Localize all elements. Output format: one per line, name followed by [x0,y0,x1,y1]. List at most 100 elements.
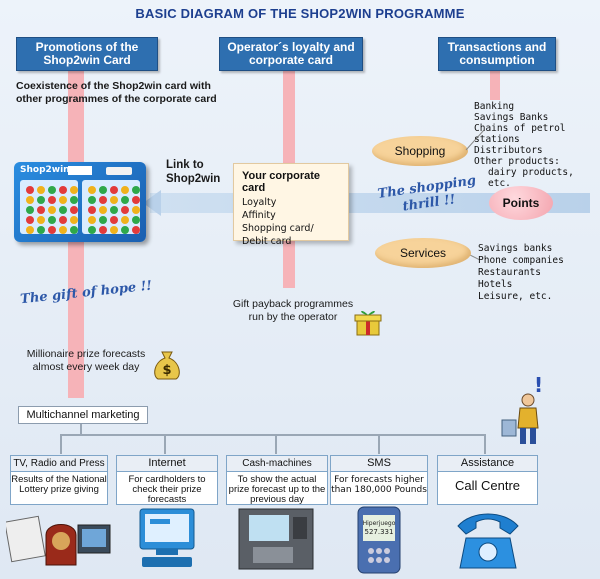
corporate-card-title: Your corporate card [242,170,321,194]
shopping-list: Banking Savings Banks Chains of petrol s… [474,101,598,189]
card-dot [37,206,45,214]
card-dot [59,206,67,214]
services-item: Hotels [478,279,513,290]
points-oval: Points [489,186,553,220]
promotions-header-label: Promotions of the Shop2win Card [35,40,139,67]
svg-text:527.331: 527.331 [365,528,394,536]
services-oval: Services [375,238,471,268]
channel-tv-radio-press: TV, Radio and Press Results of the Natio… [10,455,108,505]
tree-drop-4 [378,434,380,454]
channel-head: Cash-machines [227,456,327,472]
link-arrow-left [143,190,161,216]
tree-drop-2 [164,434,166,454]
shopping-item: Savings Banks [474,112,549,123]
shopping-item: Chains of petrol stations [474,123,566,145]
services-item: Phone companies [478,255,564,266]
link-label: Link to Shop2win [166,159,221,185]
tree-line [60,434,484,436]
channel-sms: SMS For forecasts higher than 180,000 Po… [330,455,428,505]
card-dot [110,216,118,224]
money-bag-icon: $ [154,351,180,380]
operator-header: Operator´s loyalty and corporate card [219,37,363,71]
channel-head: Assistance [438,456,537,472]
card-dot [59,196,67,204]
corporate-card-box: Your corporate card Loyalty Affinity Sho… [233,163,349,247]
card-dot [26,216,34,224]
tree-drop-3 [275,434,277,454]
coexistence-note: Coexistence of the Shop2win card with ot… [16,80,217,105]
card-dot [99,216,107,224]
card-dot [37,196,45,204]
card-dot [132,186,140,194]
gift-box-icon [354,310,382,336]
channel-body: To show the actual prize forecast up to … [228,474,326,505]
shopping-item: Other products: [474,156,560,167]
services-item: Savings banks [478,243,553,254]
card-dot [59,216,67,224]
card-dot [110,226,118,234]
telephone-icon [457,513,519,569]
card-dot [26,196,34,204]
channel-body: For forecasts higher than 180,000 Pounds [331,475,427,495]
computer-icon [139,508,195,567]
card-dot [121,186,129,194]
shopping-item: Distributors [474,145,543,156]
corporate-item-debit: Debit card [242,236,292,247]
promotions-header: Promotions of the Shop2win Card [16,37,158,71]
card-dot [70,186,78,194]
card-dot [88,206,96,214]
shopping-oval: Shopping [372,136,468,166]
channel-head: Internet [117,456,217,472]
card-dot [26,226,34,234]
card-dot [110,196,118,204]
card-dot [121,196,129,204]
operator-flow-bar-bottom [283,240,295,288]
services-item: Restaurants [478,267,541,278]
tree-stem [80,424,82,435]
diagram-title: BASIC DIAGRAM OF THE SHOP2WIN PROGRAMME [135,6,465,21]
card-dot [99,186,107,194]
channel-head: SMS [331,456,427,472]
card-dot [59,186,67,194]
card-dot [99,196,107,204]
channel-assistance: Assistance Call Centre [437,455,538,505]
card-dot [121,226,129,234]
tree-drop-1 [60,434,62,454]
card-dot [26,186,34,194]
transactions-header-label: Transactions and consumption [447,40,547,67]
card-dot [48,186,56,194]
card-dot [70,196,78,204]
card-dot [48,226,56,234]
transactions-flow-bar [490,68,500,100]
card-dot [121,216,129,224]
svg-text:!: ! [534,373,543,397]
card-dot [88,226,96,234]
channel-body: Call Centre [454,478,521,493]
card-dot [26,206,34,214]
tree-drop-5 [484,434,486,454]
corporate-item-shopping: Shopping card/ [242,223,314,234]
spacer [148,415,150,435]
shop2win-card-icon: Shop2win [14,162,146,242]
card-dot [132,226,140,234]
channel-cash-machines: Cash-machines To show the actual prize f… [226,455,328,505]
tv-radio-press-icon [6,515,111,566]
shopping-item: dairy products, etc. [488,167,574,189]
card-dot [99,206,107,214]
channel-internet: Internet For cardholders to check their … [116,455,218,505]
card-grid-graphic [20,166,140,234]
card-dot [88,196,96,204]
card-dot [70,226,78,234]
channel-head: TV, Radio and Press [11,456,107,472]
card-dot [110,186,118,194]
card-dot [121,206,129,214]
shopper-icon: ! [501,373,543,444]
services-list: Savings banks Phone companies Restaurant… [478,243,598,303]
card-dot [37,226,45,234]
card-dot [48,206,56,214]
card-dot [59,226,67,234]
corporate-item-loyalty: Loyalty [242,197,277,208]
channel-body: Results of the National Lottery prize gi… [11,474,107,495]
card-dot [110,206,118,214]
